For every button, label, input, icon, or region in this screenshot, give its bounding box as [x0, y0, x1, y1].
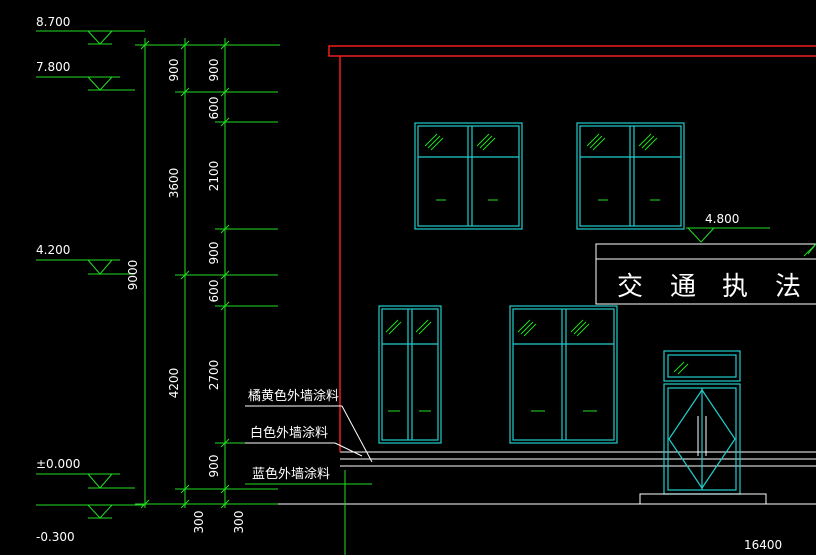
- material-label-blue: 蓝色外墙涂料: [252, 466, 330, 482]
- dimension-bottom-300-b: 300: [232, 511, 246, 534]
- window-upper-right: [576, 122, 685, 230]
- signboard-char-1: 交: [617, 272, 643, 302]
- material-label-orange: 橘黄色外墙涂料: [248, 388, 339, 404]
- window-upper-left: [414, 122, 523, 230]
- material-label-white: 白色外墙涂料: [250, 425, 328, 441]
- elevation-marker-0000: ±0.000: [36, 457, 135, 489]
- dimension-bottom-300-a: 300: [192, 511, 206, 534]
- dimension-inner-900-top: 900: [207, 59, 221, 82]
- elevation-marker-4800: 4.800: [686, 212, 816, 257]
- elevation-marker-4200: 4.200: [36, 243, 135, 275]
- elevation-label-4800: 4.800: [705, 212, 739, 226]
- dimension-width-16400: 16400: [744, 538, 782, 552]
- signboard-char-4: 法: [775, 272, 801, 302]
- dimension-inner-600-b: 600: [207, 280, 221, 303]
- dimension-outer-4200: 4200: [167, 368, 181, 399]
- dimension-inner-2700: 2700: [207, 360, 221, 391]
- elevation-marker-minus-0300: -0.300: [36, 504, 145, 544]
- dimension-outer-900: 900: [167, 59, 181, 82]
- dimension-inner-600-a: 600: [207, 97, 221, 120]
- dimension-inner-900-mid: 900: [207, 242, 221, 265]
- elevation-label-0000: ±0.000: [36, 457, 80, 471]
- dimension-chains: 9000 900 3600 4200 900 600 2100 900 600 …: [126, 38, 280, 533]
- elevation-label-7800: 7.800: [36, 60, 70, 74]
- signboard-char-2: 通: [670, 272, 696, 302]
- building-outline: [328, 45, 816, 452]
- entrance-door: [639, 350, 767, 505]
- dimension-inner-900-bot: 900: [207, 455, 221, 478]
- elevation-label-4200: 4.200: [36, 243, 70, 257]
- dimension-outer-3600: 3600: [167, 168, 181, 199]
- signboard: 交 通 执 法: [595, 243, 816, 305]
- elevation-label-minus-0300: -0.300: [36, 530, 75, 544]
- elevation-marker-7800: 7.800: [36, 60, 135, 91]
- dimension-inner-2100: 2100: [207, 161, 221, 192]
- window-lower-middle: [509, 305, 618, 444]
- signboard-char-3: 执: [722, 272, 748, 302]
- window-lower-left: [378, 305, 442, 444]
- elevation-label-8700: 8.700: [36, 15, 70, 29]
- material-leaders: 橘黄色外墙涂料 白色外墙涂料 蓝色外墙涂料: [245, 388, 373, 485]
- dimension-total-9000: 9000: [126, 260, 140, 291]
- elevation-marker-8700: 8.700: [36, 15, 145, 45]
